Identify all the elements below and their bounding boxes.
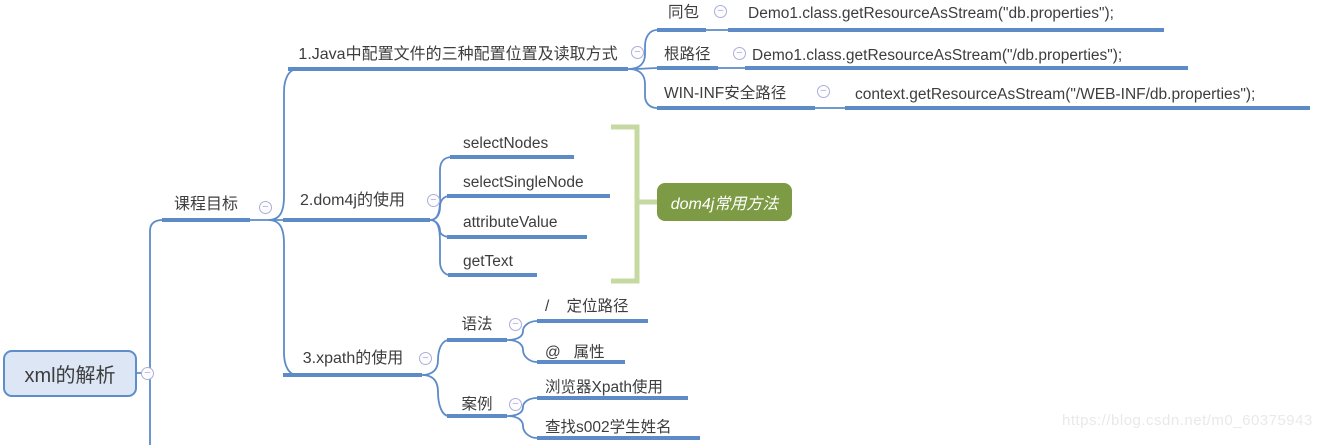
- node-syntax-item[interactable]: / 定位路径: [545, 298, 629, 315]
- node-course-goal[interactable]: 课程目标: [173, 196, 238, 213]
- callout-dom4j-methods[interactable]: dom4j常用方法: [657, 183, 792, 221]
- node-config-row-label[interactable]: 同包: [668, 4, 700, 21]
- case-fan: [506, 397, 538, 439]
- node-method[interactable]: selectNodes: [463, 135, 549, 152]
- branch3-fan: [421, 339, 450, 417]
- collapse-icon[interactable]: −: [714, 5, 727, 18]
- collapse-icon[interactable]: −: [509, 318, 522, 331]
- collapse-icon[interactable]: −: [733, 47, 746, 60]
- collapse-icon[interactable]: −: [141, 367, 154, 380]
- node-config-row-code[interactable]: context.getResourceAsStream("/WEB-INF/db…: [855, 86, 1256, 103]
- branch1-fan: [627, 29, 658, 109]
- watermark: https://blog.csdn.net/m0_60375943: [1062, 412, 1313, 429]
- collapse-icon[interactable]: −: [259, 201, 272, 214]
- node-syntax-item[interactable]: @ 属性: [545, 344, 605, 361]
- collapse-icon[interactable]: −: [509, 398, 522, 411]
- syntax-fan: [506, 320, 538, 363]
- course-fan: [250, 68, 299, 376]
- node-config-row-label[interactable]: 根路径: [664, 46, 711, 63]
- node-config-row-code[interactable]: Demo1.class.getResourceAsStream("db.prop…: [748, 5, 1114, 22]
- root-node[interactable]: xml的解析: [3, 350, 137, 397]
- root-label: xml的解析: [24, 365, 116, 387]
- node-xpath[interactable]: 3.xpath的使用: [302, 350, 404, 367]
- collapse-icon[interactable]: −: [427, 194, 440, 207]
- node-config-row-code[interactable]: Demo1.class.getResourceAsStream("/db.pro…: [752, 47, 1123, 64]
- node-method[interactable]: selectSingleNode: [463, 174, 584, 191]
- node-case-item[interactable]: 浏览器Xpath使用: [545, 379, 664, 396]
- branch2-fan: [429, 156, 453, 276]
- collapse-icon[interactable]: −: [817, 85, 830, 98]
- collapse-icon[interactable]: −: [419, 352, 432, 365]
- node-method[interactable]: getText: [463, 253, 513, 270]
- callout-label: dom4j常用方法: [670, 196, 779, 213]
- node-java-config[interactable]: 1.Java中配置文件的三种配置位置及读取方式: [298, 46, 618, 63]
- node-case[interactable]: 案例: [461, 396, 493, 413]
- bracket: [611, 124, 657, 284]
- node-case-item[interactable]: 查找s002学生姓名: [545, 419, 672, 436]
- collapse-icon[interactable]: −: [631, 46, 644, 59]
- node-method[interactable]: attributeValue: [463, 214, 558, 231]
- node-dom4j[interactable]: 2.dom4j的使用: [300, 192, 405, 209]
- node-config-row-label[interactable]: WIN-INF安全路径: [664, 85, 787, 102]
- node-syntax[interactable]: 语法: [461, 316, 493, 333]
- spine-line: [137, 219, 164, 445]
